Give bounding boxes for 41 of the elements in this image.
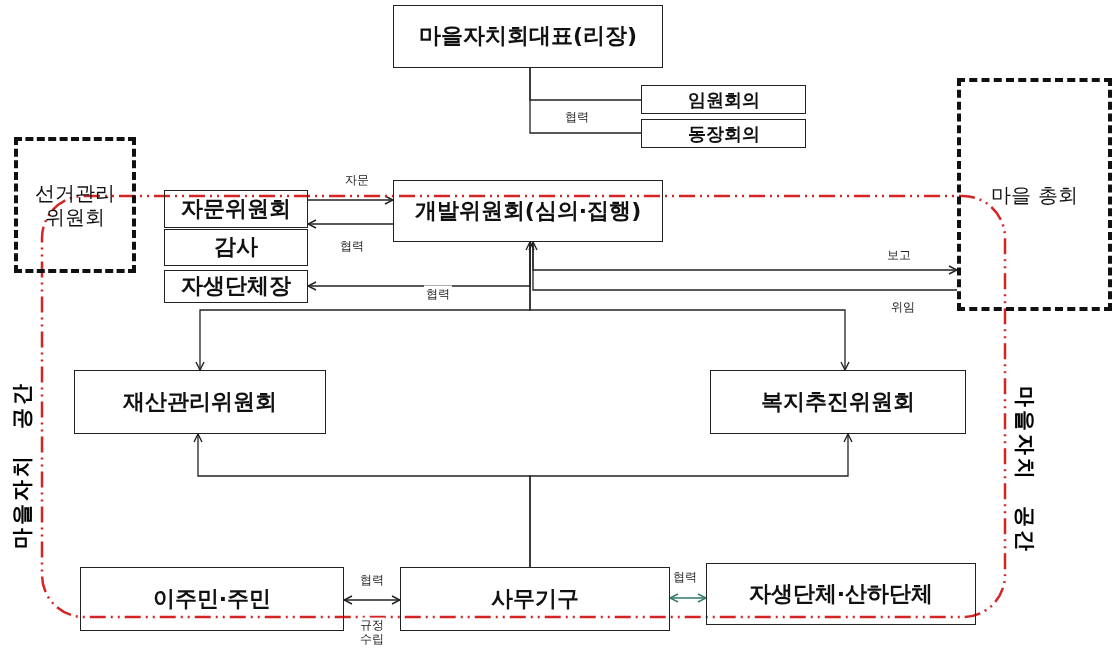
edge-label: 협력 xyxy=(424,285,452,303)
org-box xyxy=(706,563,976,625)
box-label: 개발위원회(심의·집행) xyxy=(413,197,643,225)
box-label: 자문위원회 xyxy=(180,195,292,223)
org-box xyxy=(80,567,344,631)
connector-arrow xyxy=(529,241,850,371)
connector-arrow xyxy=(307,241,535,291)
org-box xyxy=(393,5,663,68)
box-label: 자생단체·산하단체 xyxy=(747,580,935,608)
connector-arrow xyxy=(528,241,958,291)
box-label: 마을자치회대표(리장) xyxy=(417,23,639,50)
box-label: 자생단체장 xyxy=(180,273,292,300)
box-label: 동장회의 xyxy=(686,122,761,145)
connector-arrow xyxy=(307,219,394,229)
box-label: 복지추진위원회 xyxy=(760,388,916,416)
note-label: 규정 수립 xyxy=(358,617,386,647)
box-label: 재산관리위원회 xyxy=(122,388,278,416)
box-label: 이주민·주민 xyxy=(151,585,273,613)
box-label: 임원회의 xyxy=(686,88,761,111)
connector-arrow xyxy=(307,195,394,205)
region-label: 마을자치 공간 xyxy=(9,380,35,550)
connector-arrow xyxy=(669,593,707,603)
dashed-box xyxy=(14,137,136,273)
connector-arrow xyxy=(343,595,401,605)
org-box xyxy=(641,85,806,114)
org-box xyxy=(164,190,308,228)
org-box xyxy=(400,567,670,631)
note-label: 협력 xyxy=(563,109,591,125)
region-label: 마을자치 공간 xyxy=(1012,385,1038,555)
org-box xyxy=(393,180,663,242)
org-box xyxy=(164,270,308,303)
box-label: 감사 xyxy=(213,234,259,261)
org-box xyxy=(164,229,308,266)
org-box xyxy=(710,370,966,434)
box-label: 선거관리 위원회 xyxy=(34,181,116,229)
box-label: 사무기구 xyxy=(490,585,580,613)
box-label: 마을 총회 xyxy=(990,182,1079,207)
org-box xyxy=(641,119,806,148)
connector-arrow xyxy=(529,433,853,568)
org-box xyxy=(74,370,326,434)
dashed-box xyxy=(957,78,1112,311)
